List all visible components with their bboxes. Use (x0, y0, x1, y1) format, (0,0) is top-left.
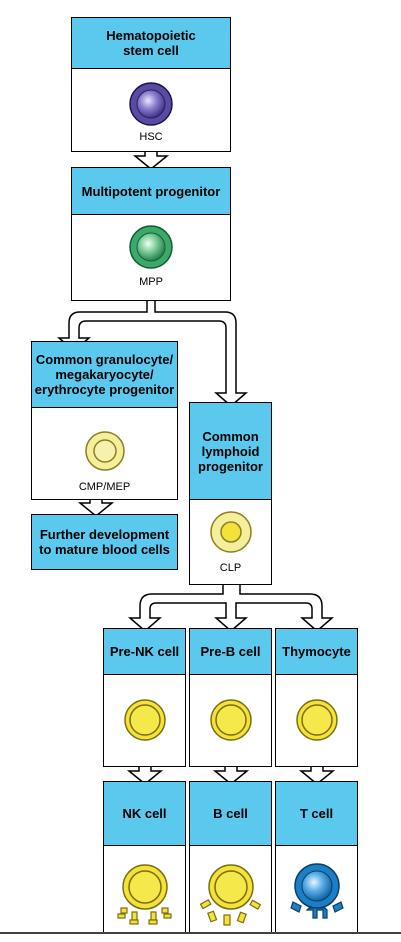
clp-box: Common lymphoid progenitor CLP (189, 402, 272, 585)
t-cell-icon (289, 863, 344, 919)
further-box: Further development to mature blood cell… (31, 514, 178, 570)
mpp-label: MPP (139, 276, 163, 288)
cmp-label: CMP/MEP (78, 481, 131, 493)
t-box: T cell (275, 781, 358, 932)
preb-box: Pre-B cell (189, 628, 272, 767)
mpp-header: Multipotent progenitor (72, 168, 230, 215)
arrow-clp-split (127, 583, 335, 632)
nk-box: NK cell (103, 781, 186, 932)
mpp-box: Multipotent progenitor MPP (71, 167, 231, 301)
mpp-cell-icon (129, 225, 173, 269)
hsc-box: Hematopoietic stem cell HSC (71, 17, 231, 152)
hsc-header: Hematopoietic stem cell (72, 18, 230, 69)
thymo-box: Thymocyte (275, 628, 358, 767)
arrow-mpp-split (56, 299, 249, 407)
prenk-box: Pre-NK cell (103, 628, 186, 767)
clp-label: CLP (219, 562, 242, 574)
nk-header: NK cell (104, 782, 185, 846)
prenk-header: Pre-NK cell (104, 629, 185, 675)
cmp-header: Common granulocyte/ megakaryocyte/ eryth… (32, 342, 177, 408)
cmp-box: Common granulocyte/ megakaryocyte/ eryth… (31, 341, 178, 500)
cmp-cell-icon (84, 431, 125, 471)
prenk-cell-icon (123, 699, 166, 741)
further-header: Further development to mature blood cell… (32, 515, 177, 569)
preb-cell-icon (209, 699, 252, 741)
b-header: B cell (190, 782, 271, 846)
clp-header: Common lymphoid progenitor (190, 403, 271, 500)
thymo-header: Thymocyte (276, 629, 357, 675)
preb-header: Pre-B cell (190, 629, 271, 675)
t-header: T cell (276, 782, 357, 846)
clp-cell-icon (209, 511, 252, 553)
hsc-label: HSC (139, 131, 163, 143)
nk-cell-icon (116, 864, 172, 925)
b-box: B cell (189, 781, 272, 932)
thymo-cell-icon (295, 699, 338, 741)
b-cell-icon (199, 864, 261, 926)
hsc-cell-icon (129, 82, 173, 126)
